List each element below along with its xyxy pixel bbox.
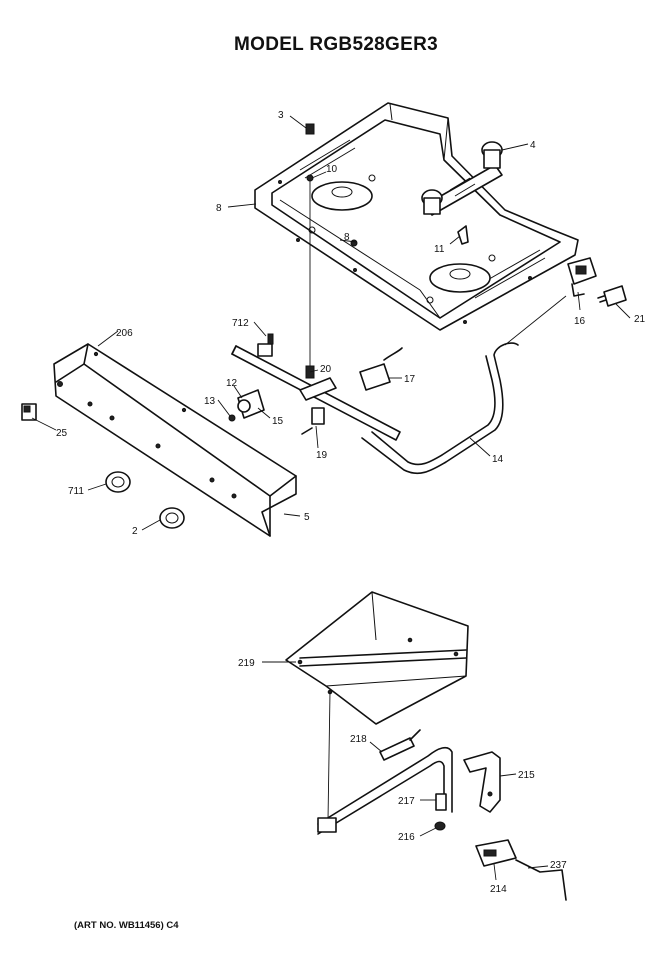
- orifice: [435, 793, 447, 811]
- ignition-switch: [567, 257, 597, 297]
- phantom-line: [327, 691, 331, 821]
- callout-12: 12: [226, 378, 238, 389]
- panel-clip: [21, 403, 37, 421]
- callout-19: 19: [316, 450, 328, 461]
- callout-219: 219: [238, 658, 255, 669]
- callout-13: 13: [204, 396, 216, 407]
- callout-11: 11: [434, 244, 445, 255]
- callout-10: 10: [326, 164, 338, 175]
- burner-tube: [317, 746, 453, 825]
- screw: [350, 239, 358, 247]
- model-title: MODEL RGB528GER3: [233, 34, 438, 55]
- burner-tube: [317, 760, 445, 835]
- leader-lines: [31, 115, 631, 881]
- callout-218: 218: [350, 734, 367, 745]
- callout-711: 711: [68, 486, 84, 497]
- valve-bracket: [463, 751, 501, 813]
- clip: [457, 225, 469, 245]
- callout-25: 25: [56, 428, 68, 439]
- callout-14: 14: [492, 454, 504, 465]
- washer: [434, 821, 446, 831]
- switch: [359, 347, 403, 391]
- callout-4: 4: [530, 140, 536, 151]
- callout-712: 712: [232, 318, 249, 329]
- manifold: [231, 343, 401, 441]
- burner-tube: [371, 355, 496, 466]
- callout-8: 8: [216, 203, 222, 214]
- connector: [597, 285, 627, 307]
- valve: [237, 389, 265, 419]
- burner-tube: [361, 342, 519, 475]
- callout-15: 15: [272, 416, 284, 427]
- burner-shield: [285, 591, 469, 725]
- tube-bracket: [317, 817, 337, 833]
- callout-21: 21: [634, 314, 646, 325]
- callout-2: 2: [132, 526, 138, 537]
- bracket: [311, 407, 325, 425]
- control-panel: [53, 343, 297, 537]
- gas-tube: [515, 859, 567, 901]
- knob-ring: [159, 507, 185, 529]
- callout-labels: 3 4 10 8 8 11 16 21 712 206 20 17 12 13 …: [56, 110, 646, 895]
- screw: [301, 427, 313, 435]
- callout-237: 237: [550, 860, 567, 871]
- bezel-ring: [105, 471, 131, 493]
- callout-8: 8: [344, 232, 350, 243]
- callout-217: 217: [398, 796, 415, 807]
- callout-16: 16: [574, 316, 586, 327]
- phantom-line: [504, 295, 567, 346]
- callout-5: 5: [304, 512, 310, 523]
- art-number: (ART NO. WB11456) C4: [74, 920, 179, 931]
- electrode: [379, 729, 421, 761]
- callout-3: 3: [278, 110, 284, 121]
- callout-20: 20: [320, 364, 332, 375]
- screw: [305, 123, 315, 135]
- callout-215: 215: [518, 770, 535, 781]
- gas-valve: [475, 839, 517, 867]
- callout-216: 216: [398, 832, 415, 843]
- callout-206: 206: [116, 328, 133, 339]
- callout-214: 214: [490, 884, 507, 895]
- callout-17: 17: [404, 374, 416, 385]
- screw: [228, 414, 236, 422]
- burner-box: [254, 102, 579, 331]
- screw: [267, 333, 274, 345]
